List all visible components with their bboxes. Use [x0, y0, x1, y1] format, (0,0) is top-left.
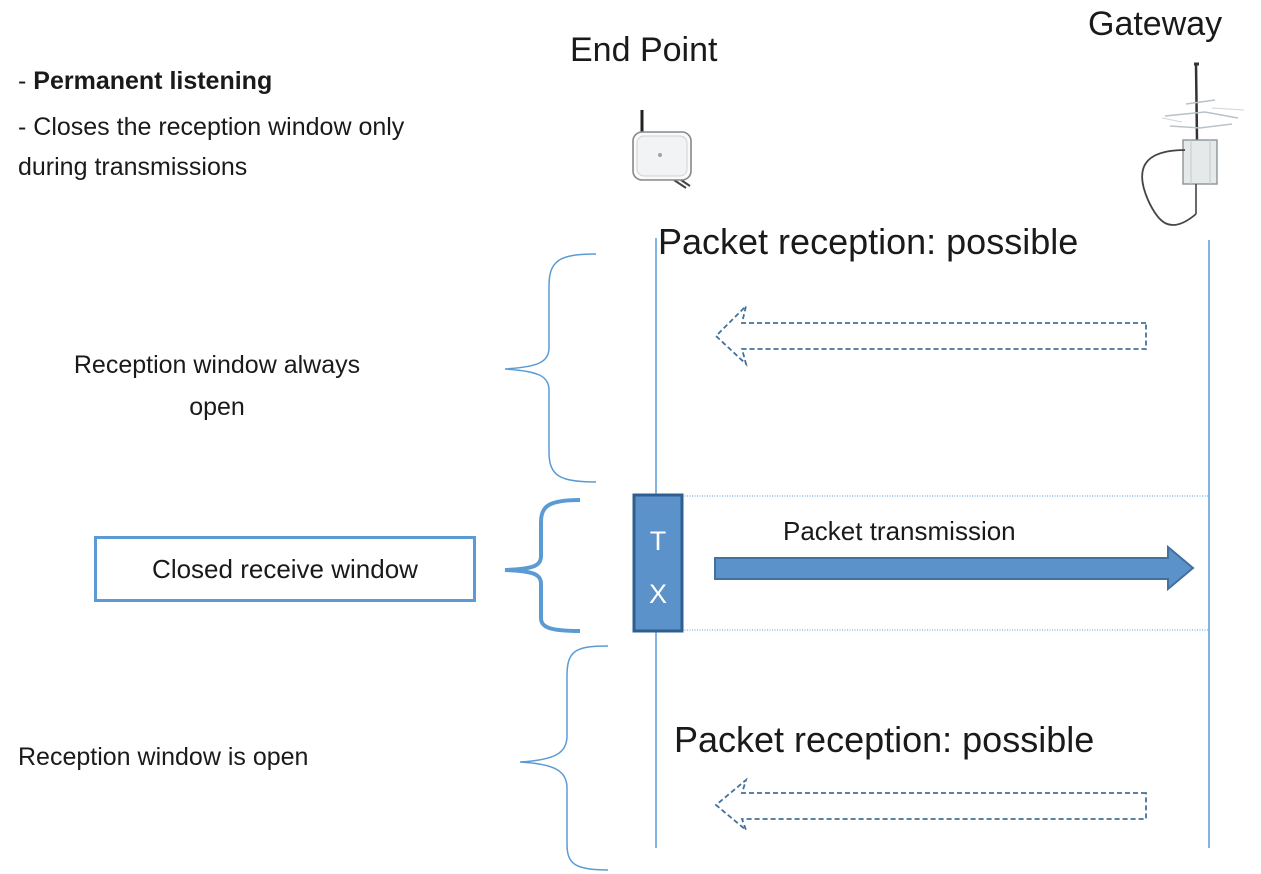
reception-arrow-top	[714, 303, 1147, 367]
note-permanent-listening: - Permanent listening	[18, 66, 272, 96]
closed-receive-window-label: Closed receive window	[94, 536, 476, 602]
tx-letter-x: X	[649, 579, 667, 609]
label-line-2: open	[189, 393, 245, 421]
note-closes-window: - Closes the reception window only	[18, 113, 405, 141]
note-prefix: -	[18, 67, 34, 95]
tx-letter-t: T	[650, 526, 667, 556]
tx-block	[632, 493, 684, 633]
label-line-1: Reception window always	[73, 351, 361, 379]
packet-reception-top-label: Packet reception: possible	[658, 221, 1079, 262]
sensor-device-icon	[632, 110, 692, 189]
brace-top	[504, 253, 597, 483]
packet-transmission-label: Packet transmission	[783, 516, 1016, 546]
end-point-title: End Point	[570, 31, 718, 69]
brace-bottom	[519, 645, 609, 871]
gateway-antenna-icon	[1141, 62, 1245, 226]
gateway-title: Gateway	[1088, 5, 1223, 43]
note-during-transmissions: during transmissions	[18, 153, 248, 181]
note-bold: Permanent listening	[33, 67, 273, 95]
brace-closed-window	[504, 498, 581, 633]
reception-arrow-bottom	[714, 777, 1147, 833]
reception-window-is-open-label: Reception window is open	[18, 743, 309, 771]
reception-window-always-open-label: Reception window always open	[18, 344, 416, 428]
packet-reception-bottom-label: Packet reception: possible	[674, 719, 1095, 760]
transmission-arrow	[714, 544, 1195, 592]
